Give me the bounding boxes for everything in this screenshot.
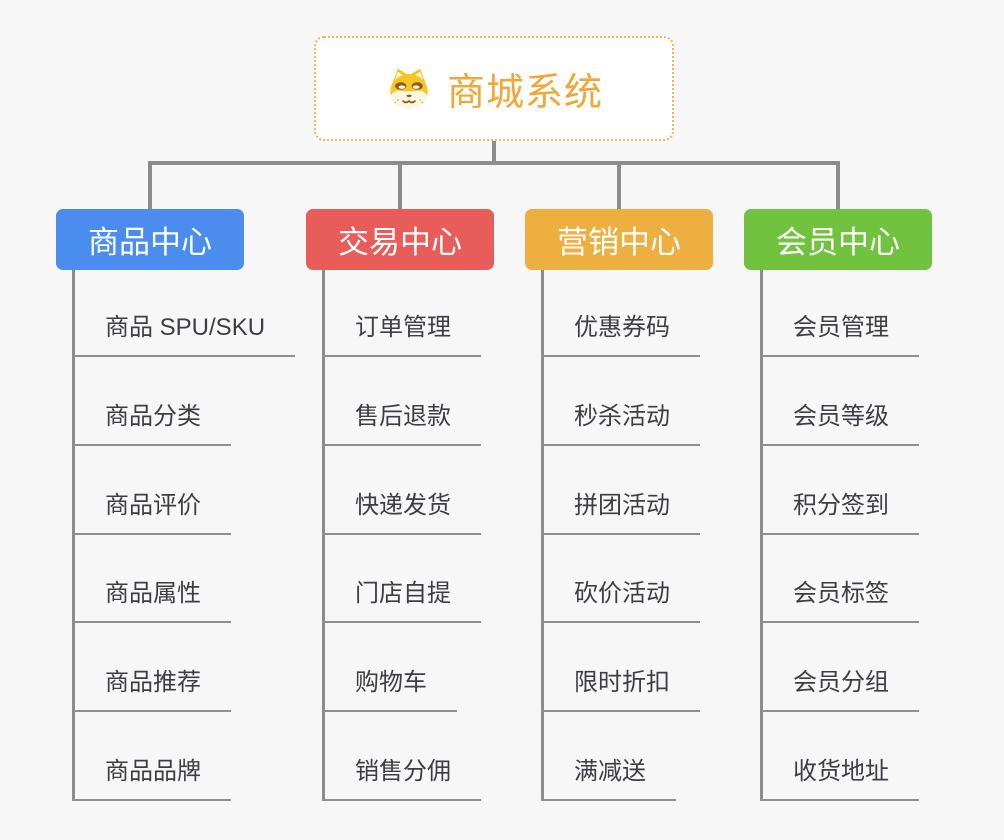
branch-label: 商品中心 xyxy=(88,225,212,260)
child-topic[interactable]: 限时折扣 xyxy=(541,666,700,712)
trunk-line-branch-1 xyxy=(72,270,75,801)
branch-member-center[interactable]: 会员中心 xyxy=(744,209,932,270)
child-topic[interactable]: 会员分组 xyxy=(760,666,919,712)
connector-horizontal xyxy=(148,161,840,165)
child-topic[interactable]: 商品评价 xyxy=(72,489,231,535)
child-topic[interactable]: 会员标签 xyxy=(760,577,919,623)
branch-trade-center[interactable]: 交易中心 xyxy=(306,209,494,270)
child-topic[interactable]: 商品品牌 xyxy=(72,755,231,801)
child-topic[interactable]: 商品推荐 xyxy=(72,666,231,712)
child-topic[interactable]: 满减送 xyxy=(541,755,676,801)
root-title: 商城系统 xyxy=(446,72,603,114)
connector-drop-branch-4 xyxy=(836,163,840,209)
child-topic[interactable]: 商品 SPU/SKU xyxy=(72,311,296,357)
child-topic[interactable]: 门店自提 xyxy=(322,577,481,623)
child-topic[interactable]: 商品属性 xyxy=(72,577,231,623)
child-topic[interactable]: 秒杀活动 xyxy=(541,400,700,446)
child-topic[interactable]: 订单管理 xyxy=(322,311,481,357)
connector-drop-branch-3 xyxy=(617,163,621,209)
child-topic[interactable]: 商品分类 xyxy=(72,400,231,446)
branch-marketing-center[interactable]: 营销中心 xyxy=(525,209,713,270)
child-topic[interactable]: 积分签到 xyxy=(760,489,919,535)
child-topic[interactable]: 购物车 xyxy=(322,666,457,712)
trunk-line-branch-4 xyxy=(760,270,763,801)
child-topic[interactable]: 砍价活动 xyxy=(541,577,700,623)
connector-root-stub xyxy=(492,141,496,163)
connector-drop-branch-2 xyxy=(398,163,402,209)
branch-label: 营销中心 xyxy=(557,225,681,260)
shiba-dog-icon xyxy=(390,68,428,108)
child-topic[interactable]: 优惠券码 xyxy=(541,311,700,357)
branch-label: 会员中心 xyxy=(776,225,900,260)
child-topic[interactable]: 快递发货 xyxy=(322,489,481,535)
connector-drop-branch-1 xyxy=(148,163,152,209)
trunk-line-branch-2 xyxy=(322,270,325,801)
trunk-line-branch-3 xyxy=(541,270,544,801)
child-topic[interactable]: 收货地址 xyxy=(760,755,919,801)
root-node[interactable]: 商城系统 xyxy=(314,36,674,141)
child-topic[interactable]: 销售分佣 xyxy=(322,755,481,801)
branch-label: 交易中心 xyxy=(338,225,462,260)
child-topic[interactable]: 会员等级 xyxy=(760,400,919,446)
child-topic[interactable]: 拼团活动 xyxy=(541,489,700,535)
child-topic[interactable]: 会员管理 xyxy=(760,311,919,357)
branch-product-center[interactable]: 商品中心 xyxy=(56,209,244,270)
child-topic[interactable]: 售后退款 xyxy=(322,400,481,446)
